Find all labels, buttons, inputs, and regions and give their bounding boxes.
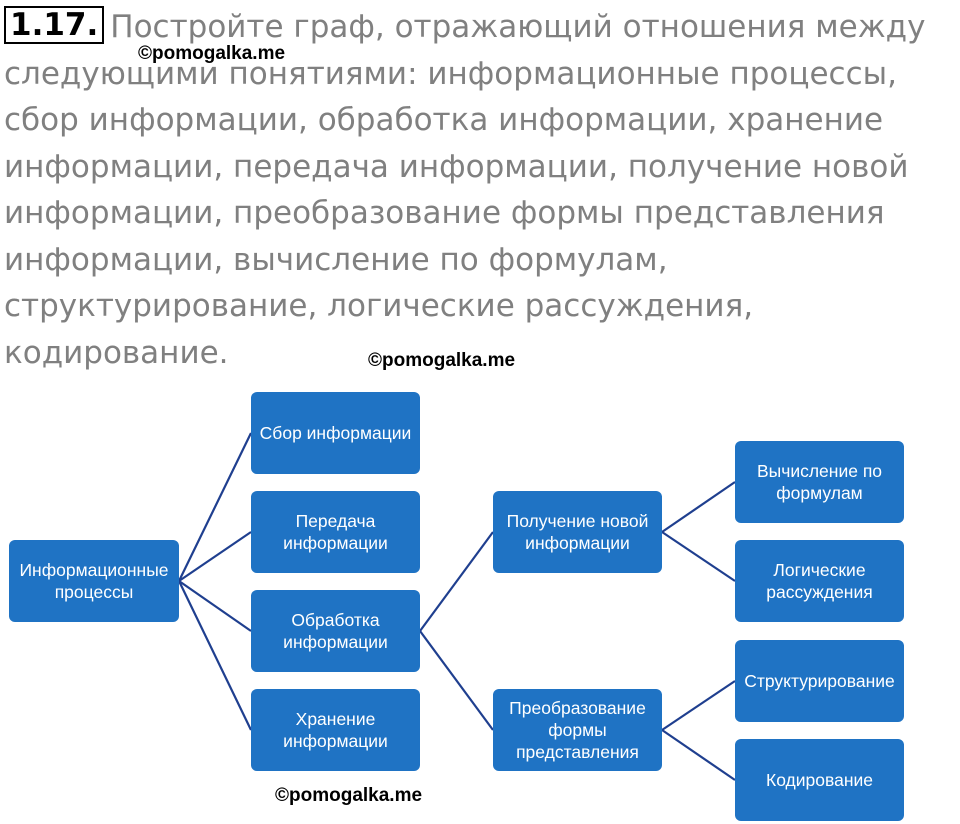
node-processing: Обработка информации <box>251 590 420 672</box>
node-logical-reasoning: Логические рассуждения <box>735 540 904 622</box>
task-text-block: 1.17.Постройте граф, отражающий отношени… <box>4 4 956 376</box>
node-structuring: Структурирование <box>735 640 904 722</box>
watermark-bottom: ©pomogalka.me <box>275 785 423 806</box>
edge-preobr-strukt <box>661 680 736 731</box>
edge-obrab-preobr <box>419 630 494 731</box>
node-coding: Кодирование <box>735 739 904 821</box>
node-information-processes: Информационные процессы <box>9 540 179 622</box>
edge-obrab-poluch <box>419 531 494 632</box>
node-collection: Сбор информации <box>251 392 420 474</box>
node-obtaining-new-info: Получение новой информации <box>493 491 662 573</box>
task-statement: Постройте граф, отражающий отношения меж… <box>4 9 926 371</box>
edge-preobr-kodir <box>661 729 736 781</box>
edge-root-sbor <box>178 432 252 582</box>
node-storage: Хранение информации <box>251 689 420 771</box>
node-form-conversion: Преобразование формы представления <box>493 689 662 771</box>
watermark-middle: ©pomogalka.me <box>368 350 516 371</box>
watermark-top: ©pomogalka.me <box>138 43 286 64</box>
edge-root-hran <box>178 580 252 731</box>
node-transmission: Передача информации <box>251 491 420 573</box>
edge-root-obrab <box>178 580 252 632</box>
node-formula-calculation: Вычисление по формулам <box>735 441 904 523</box>
edge-poluch-vych <box>661 481 736 533</box>
task-number: 1.17. <box>4 6 105 44</box>
edge-poluch-logic <box>661 531 736 582</box>
edge-root-pered <box>178 531 252 582</box>
